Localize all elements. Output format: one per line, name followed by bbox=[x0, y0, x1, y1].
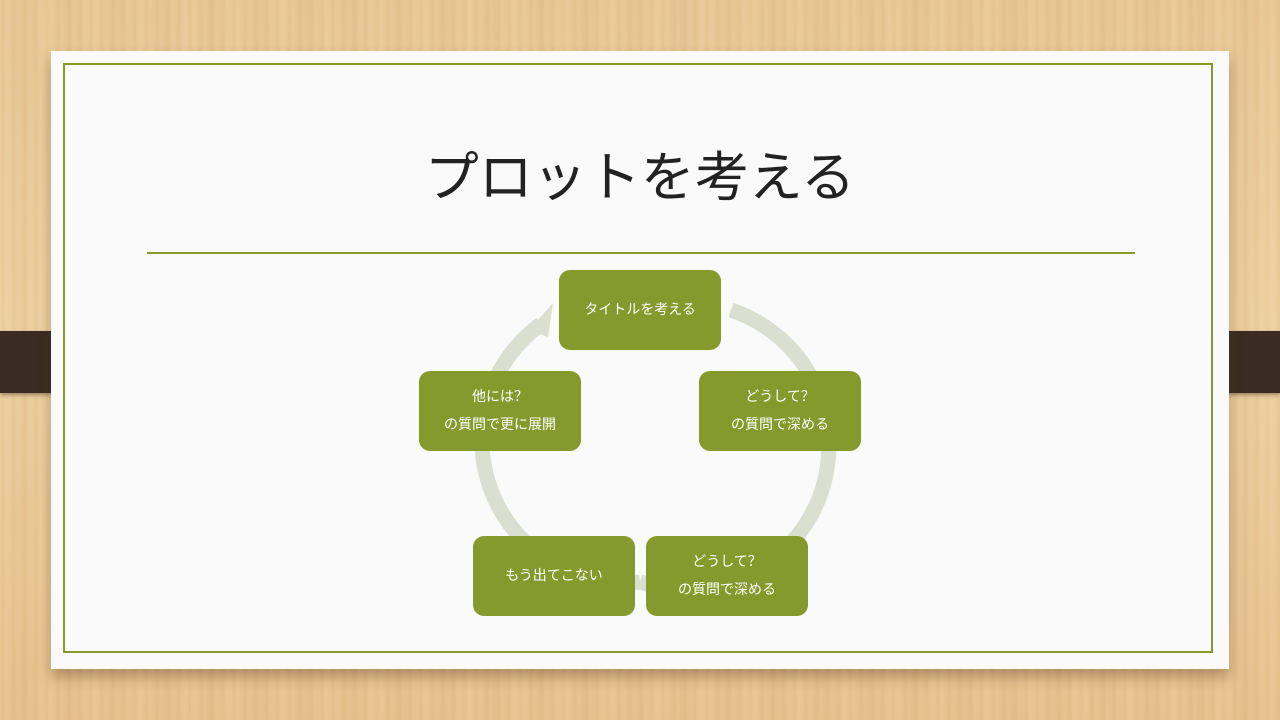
cycle-node-why-1: どうして？ の質問で深める bbox=[699, 371, 861, 451]
node-text: の質問で更に展開 bbox=[444, 417, 556, 433]
node-text: の質問で深める bbox=[731, 417, 829, 433]
node-text: どうして？ bbox=[745, 389, 815, 405]
cycle-diagram bbox=[474, 302, 837, 597]
cycle-arrow-head bbox=[529, 303, 553, 337]
slide-frame bbox=[63, 63, 1213, 653]
cycle-node-title: タイトルを考える bbox=[559, 270, 721, 350]
node-text: どうして？ bbox=[692, 554, 762, 570]
node-text: もう出てこない bbox=[505, 568, 603, 584]
node-text: タイトルを考える bbox=[584, 302, 696, 318]
cycle-node-what-else: 他には？ の質問で更に展開 bbox=[419, 371, 581, 451]
slide-title: プロットを考える bbox=[424, 146, 856, 209]
cycle-node-exhausted: もう出てこない bbox=[473, 536, 635, 616]
slide: プロットを考える タイトルを考える どうして？ の質問で深める どうして？ の質… bbox=[51, 51, 1229, 669]
node-text: 他には？ bbox=[472, 389, 528, 405]
title-divider bbox=[147, 252, 1135, 254]
cycle-node-why-2: どうして？ の質問で深める bbox=[646, 536, 808, 616]
node-text: の質問で深める bbox=[678, 582, 776, 598]
